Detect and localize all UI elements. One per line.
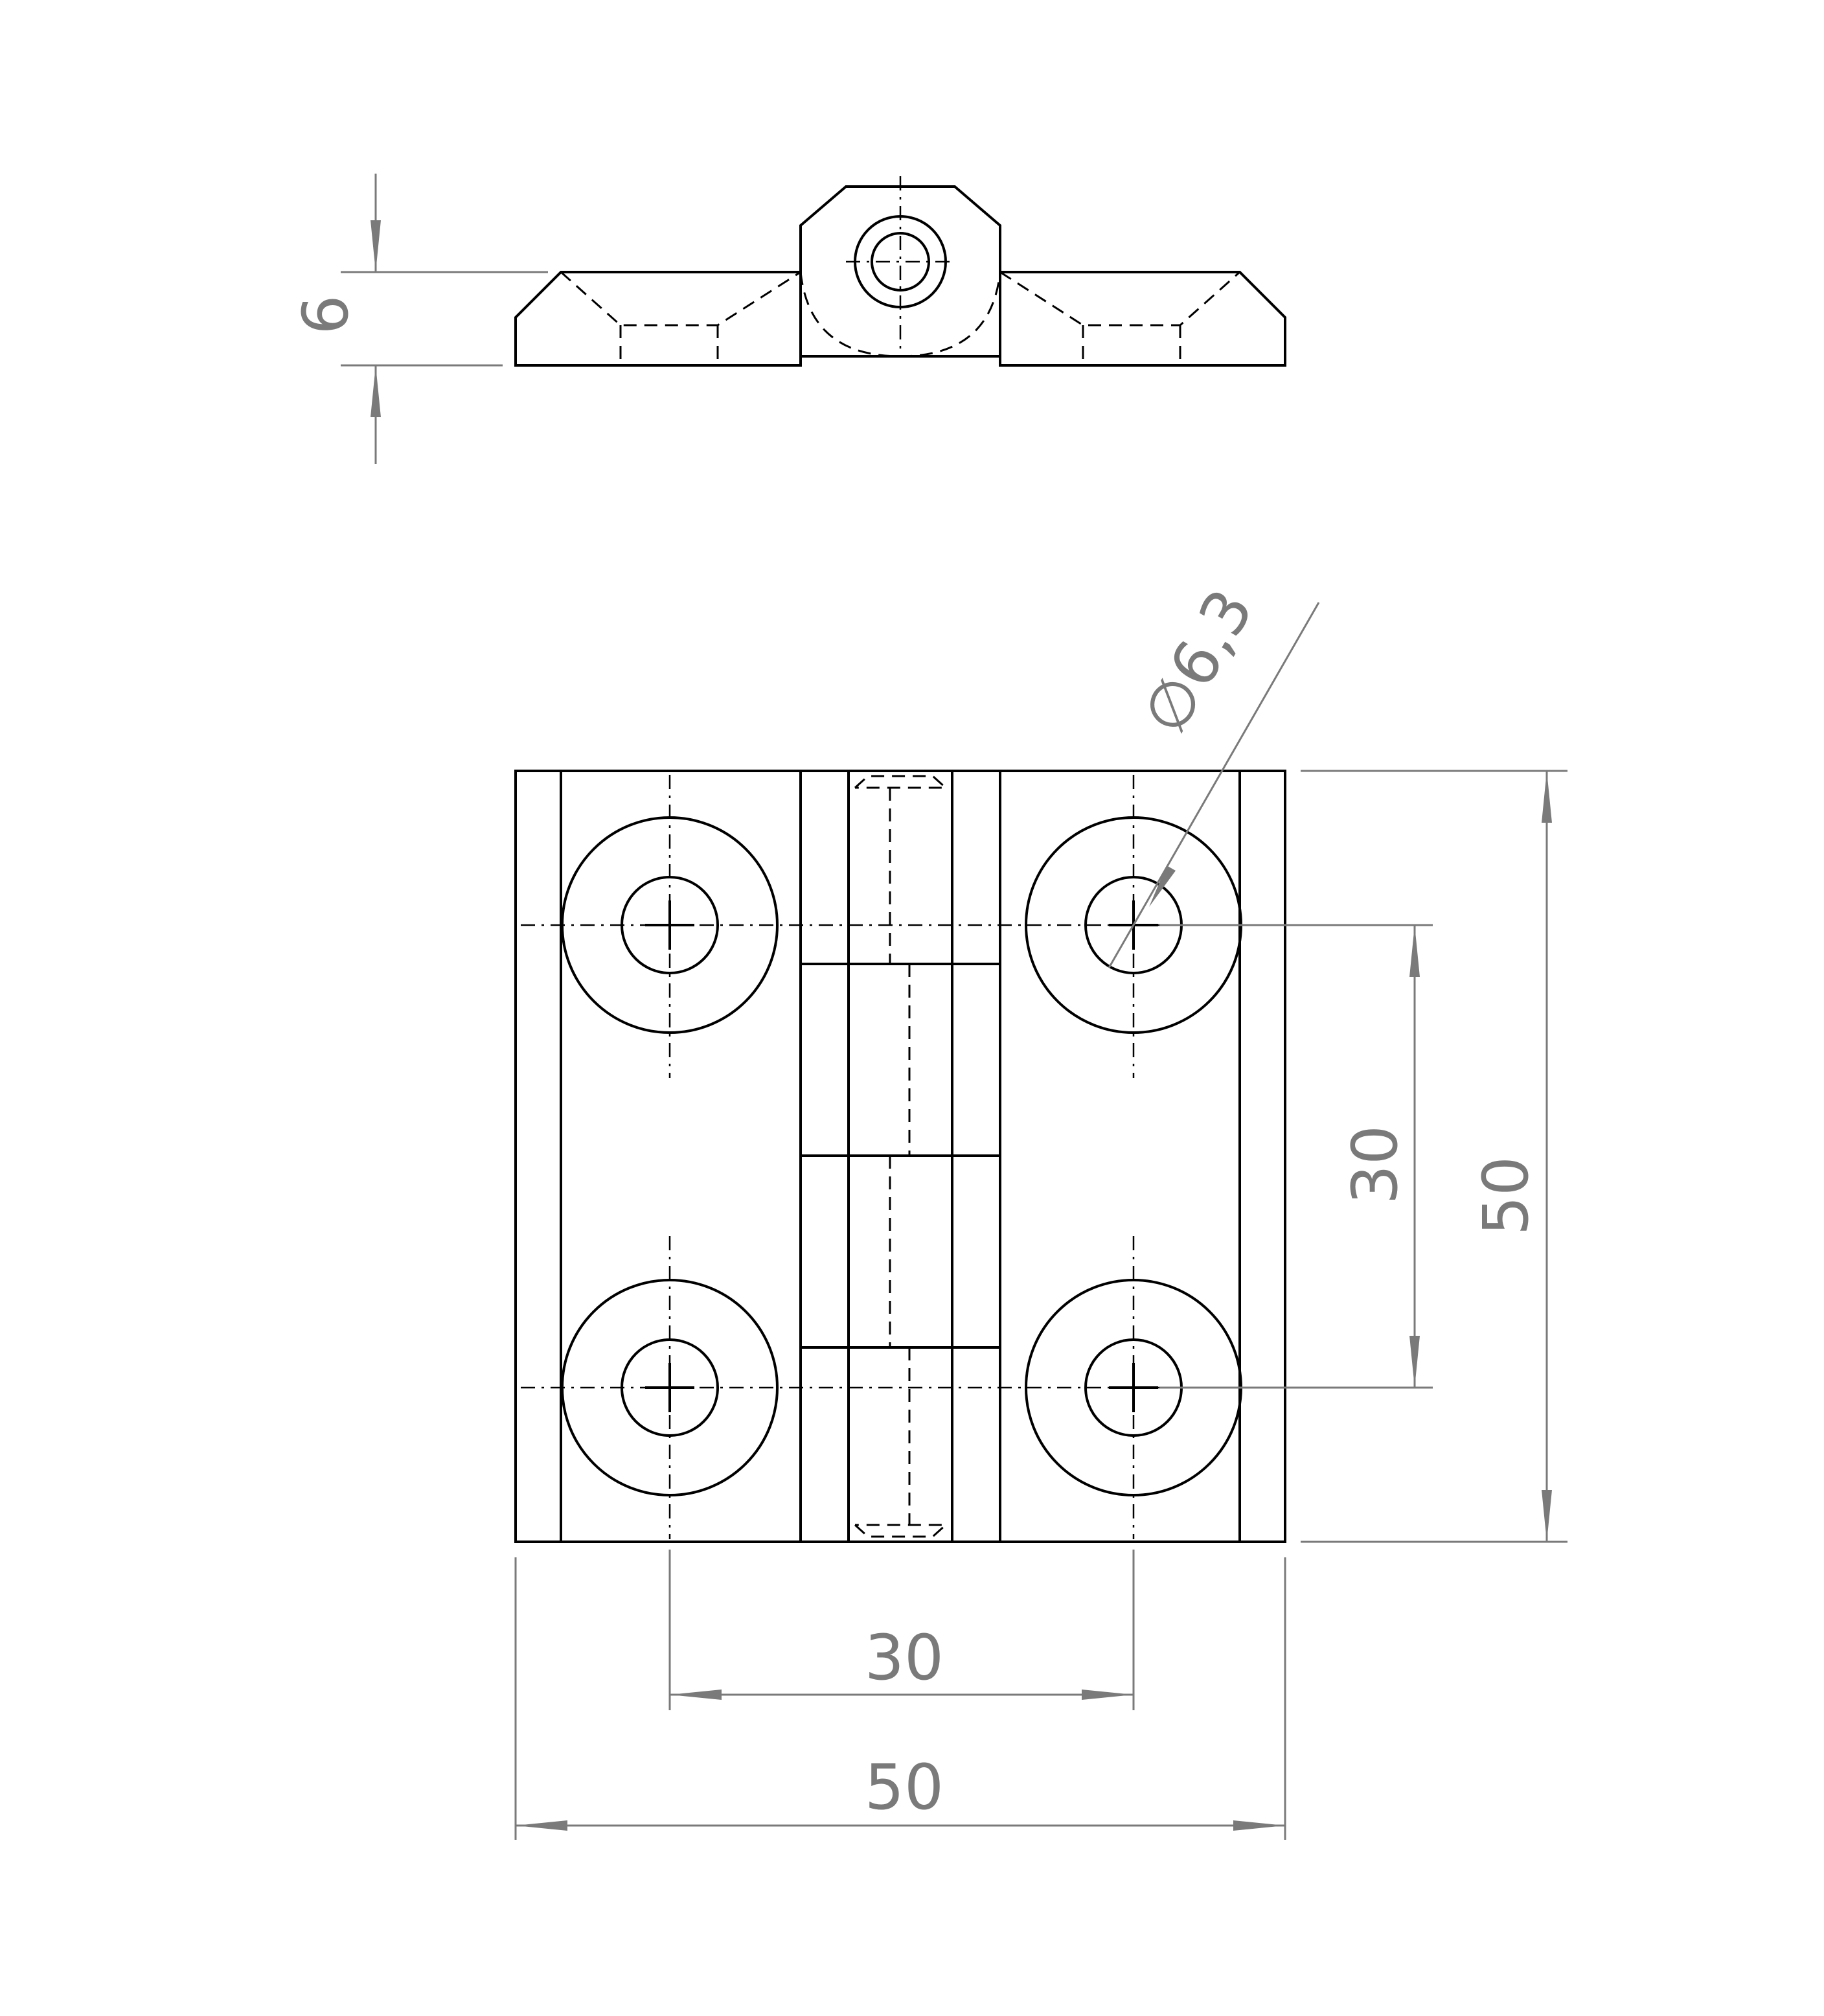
left-leaf-profile — [514, 271, 802, 367]
dimension-arrowhead — [670, 1690, 722, 1700]
overall-width-label: 50 — [865, 1751, 944, 1824]
diameter-leader-line — [1108, 602, 1320, 968]
hinge-outline — [514, 770, 1286, 1543]
dimension-arrowhead — [1409, 925, 1420, 977]
thickness-dimension-label: 6 — [290, 295, 362, 334]
dimension-arrowhead — [1082, 1690, 1134, 1700]
hole-spacing-horizontal-label: 30 — [865, 1621, 944, 1694]
knuckle-inner-hidden — [799, 271, 1001, 358]
pin-bottom-hidden — [854, 1524, 948, 1538]
left-countersink-hidden — [560, 271, 801, 326]
diameter-dimension-label: ∅6,3 — [1128, 577, 1268, 746]
dimension-arrowhead — [516, 1820, 567, 1831]
hole-spacing-vertical-label: 30 — [1339, 1125, 1411, 1204]
dimension-arrowhead — [370, 220, 381, 272]
front-view — [514, 770, 1286, 1543]
side-view: 6 — [290, 174, 1286, 464]
dimension-arrowhead — [1149, 865, 1176, 907]
dimension-arrowhead — [1233, 1820, 1285, 1831]
right-leaf-profile — [999, 271, 1286, 367]
pin-top-hidden — [854, 775, 948, 789]
dimensions: ∅6,3 30 50 30 50 — [514, 577, 1568, 1840]
dimension-arrowhead — [370, 365, 381, 417]
overall-height-label: 50 — [1470, 1156, 1542, 1235]
knuckle-profile — [799, 185, 1001, 358]
dimension-arrowhead — [1542, 1490, 1552, 1542]
dimension-arrowhead — [1409, 1336, 1420, 1388]
right-countersink-hidden — [999, 271, 1240, 326]
dimension-arrowhead — [1542, 771, 1552, 823]
